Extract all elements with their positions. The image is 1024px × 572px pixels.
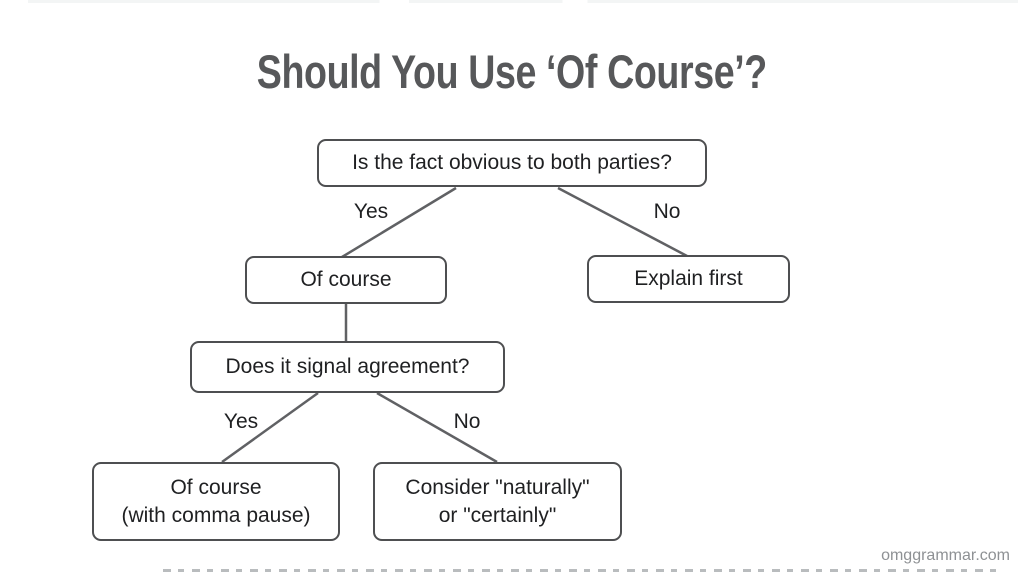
node-label: Explain first (634, 267, 743, 290)
page-title-text: Should You Use ‘Of Course’? (256, 45, 768, 98)
node-label: Of course (300, 268, 392, 291)
node-label: Is the fact obvious to both parties? (352, 151, 672, 174)
page-title: Should You Use ‘Of Course’? (0, 44, 1024, 99)
node-label-line-2: (with comma pause) (121, 503, 311, 527)
node-label: Does it signal agreement? (225, 355, 470, 378)
edge-line-no-2 (376, 391, 498, 464)
watermark: omggrammar.com (881, 547, 1010, 564)
node-label-line-1: Consider "naturally" (405, 475, 590, 499)
edge-line-yes-1 (341, 186, 457, 259)
node-label-line-2: or "certainly" (438, 503, 557, 527)
edge-line-yes-2 (221, 391, 319, 464)
node-root-question: Is the fact obvious to both parties? (317, 139, 707, 187)
node-of-course: Of course (245, 256, 447, 304)
edge-line-no-1 (557, 186, 688, 258)
edge-label-no-2: No (453, 410, 481, 433)
node-explain-first: Explain first (587, 255, 790, 303)
edge-label-yes-1: Yes (353, 200, 389, 223)
node-label-line-1: Of course (170, 475, 262, 499)
edge-label-no-1: No (653, 200, 681, 223)
edge-label-yes-2: Yes (223, 410, 259, 433)
node-consider-alternatives: Consider "naturally" or "certainly" (373, 462, 622, 541)
node-of-course-comma: Of course (with comma pause) (92, 462, 340, 541)
node-agreement-question: Does it signal agreement? (190, 341, 505, 393)
